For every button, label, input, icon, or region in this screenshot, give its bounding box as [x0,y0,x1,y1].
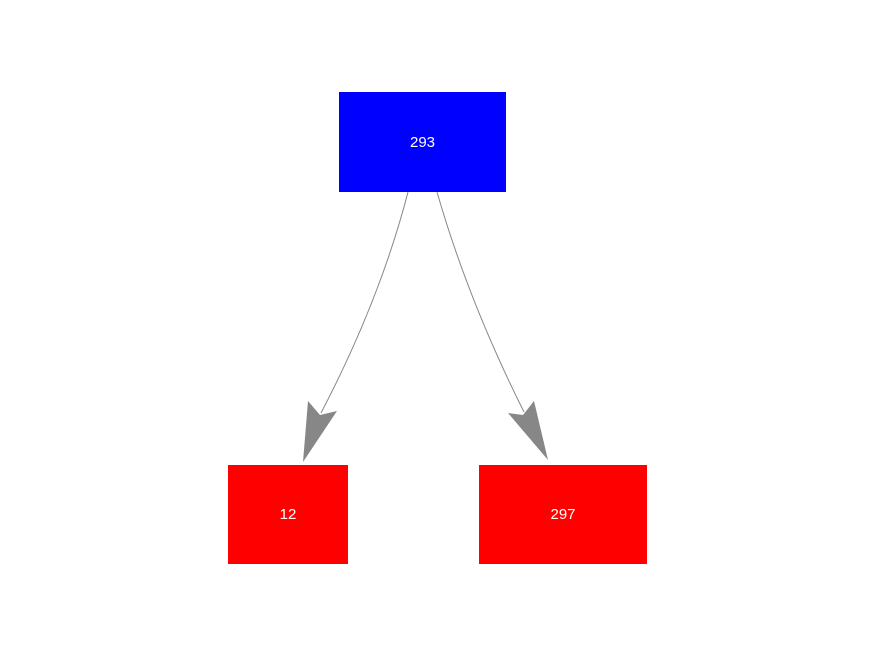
arrowhead-left-icon [303,401,337,462]
edge-root-to-right-child [436,191,525,413]
edge-root-to-left-child [320,191,409,414]
tree-node-right-child: 297 [479,465,647,564]
tree-node-root-label: 293 [409,133,436,151]
tree-node-left-child: 12 [228,465,348,564]
tree-node-right-child-label: 297 [550,506,576,523]
arrowhead-right-icon [508,401,548,460]
tree-node-root: 293 [339,92,506,192]
tree-node-left-child-label: 12 [279,506,297,523]
